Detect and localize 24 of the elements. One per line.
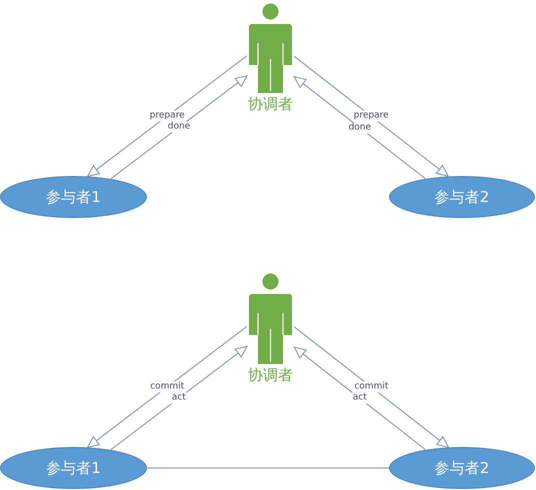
- arrow: [110, 346, 248, 450]
- arrow: [87, 326, 248, 448]
- participant-ellipse: 参与者2: [389, 447, 535, 489]
- person-icon: [247, 3, 294, 93]
- arrow: [87, 55, 248, 177]
- person-label: 协调者: [248, 366, 293, 385]
- arrow: [294, 76, 426, 180]
- arrow: [294, 346, 426, 450]
- participant-ellipse: 参与者1: [0, 176, 147, 218]
- arrow: [294, 56, 449, 177]
- edge-label: prepare: [148, 110, 186, 122]
- edge-label: act: [170, 392, 187, 404]
- person-label: 协调者: [248, 95, 293, 114]
- edge-label: done: [348, 122, 372, 134]
- arrow: [110, 75, 248, 180]
- participant-ellipse: 参与者2: [389, 176, 535, 218]
- participant-ellipse: 参与者1: [0, 447, 147, 489]
- person-icon: [247, 273, 294, 364]
- edge-label: done: [166, 122, 192, 133]
- arrow: [294, 326, 449, 448]
- edge-label: act: [352, 392, 368, 404]
- edge-label: commit: [149, 381, 186, 392]
- edge-label: prepare: [352, 110, 390, 122]
- edge-label: commit: [353, 382, 390, 393]
